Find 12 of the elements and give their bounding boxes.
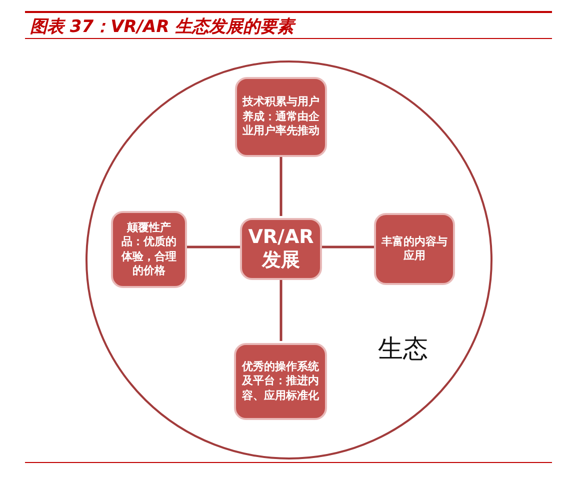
factor-box: 颠覆性产品：优质的体验，合理的价格 [111, 211, 187, 288]
center-box: VR/AR 发展 [240, 218, 322, 280]
ecosystem-label: 生态 [378, 333, 428, 365]
ecosystem-circle [85, 60, 493, 460]
connector-line [280, 278, 282, 341]
title: 图表 37：VR/AR 生态发展的要素 [30, 16, 294, 38]
factor-box: 技术积累与用户养成：通常由企业用户率先推动 [235, 77, 327, 157]
factor-box: 优秀的操作系统及平台：推进内容、应用标准化 [234, 343, 327, 420]
connector-line [280, 155, 282, 216]
connector-line [187, 246, 240, 248]
factor-box: 丰富的内容与应用 [374, 213, 455, 285]
connector-line [322, 246, 374, 248]
